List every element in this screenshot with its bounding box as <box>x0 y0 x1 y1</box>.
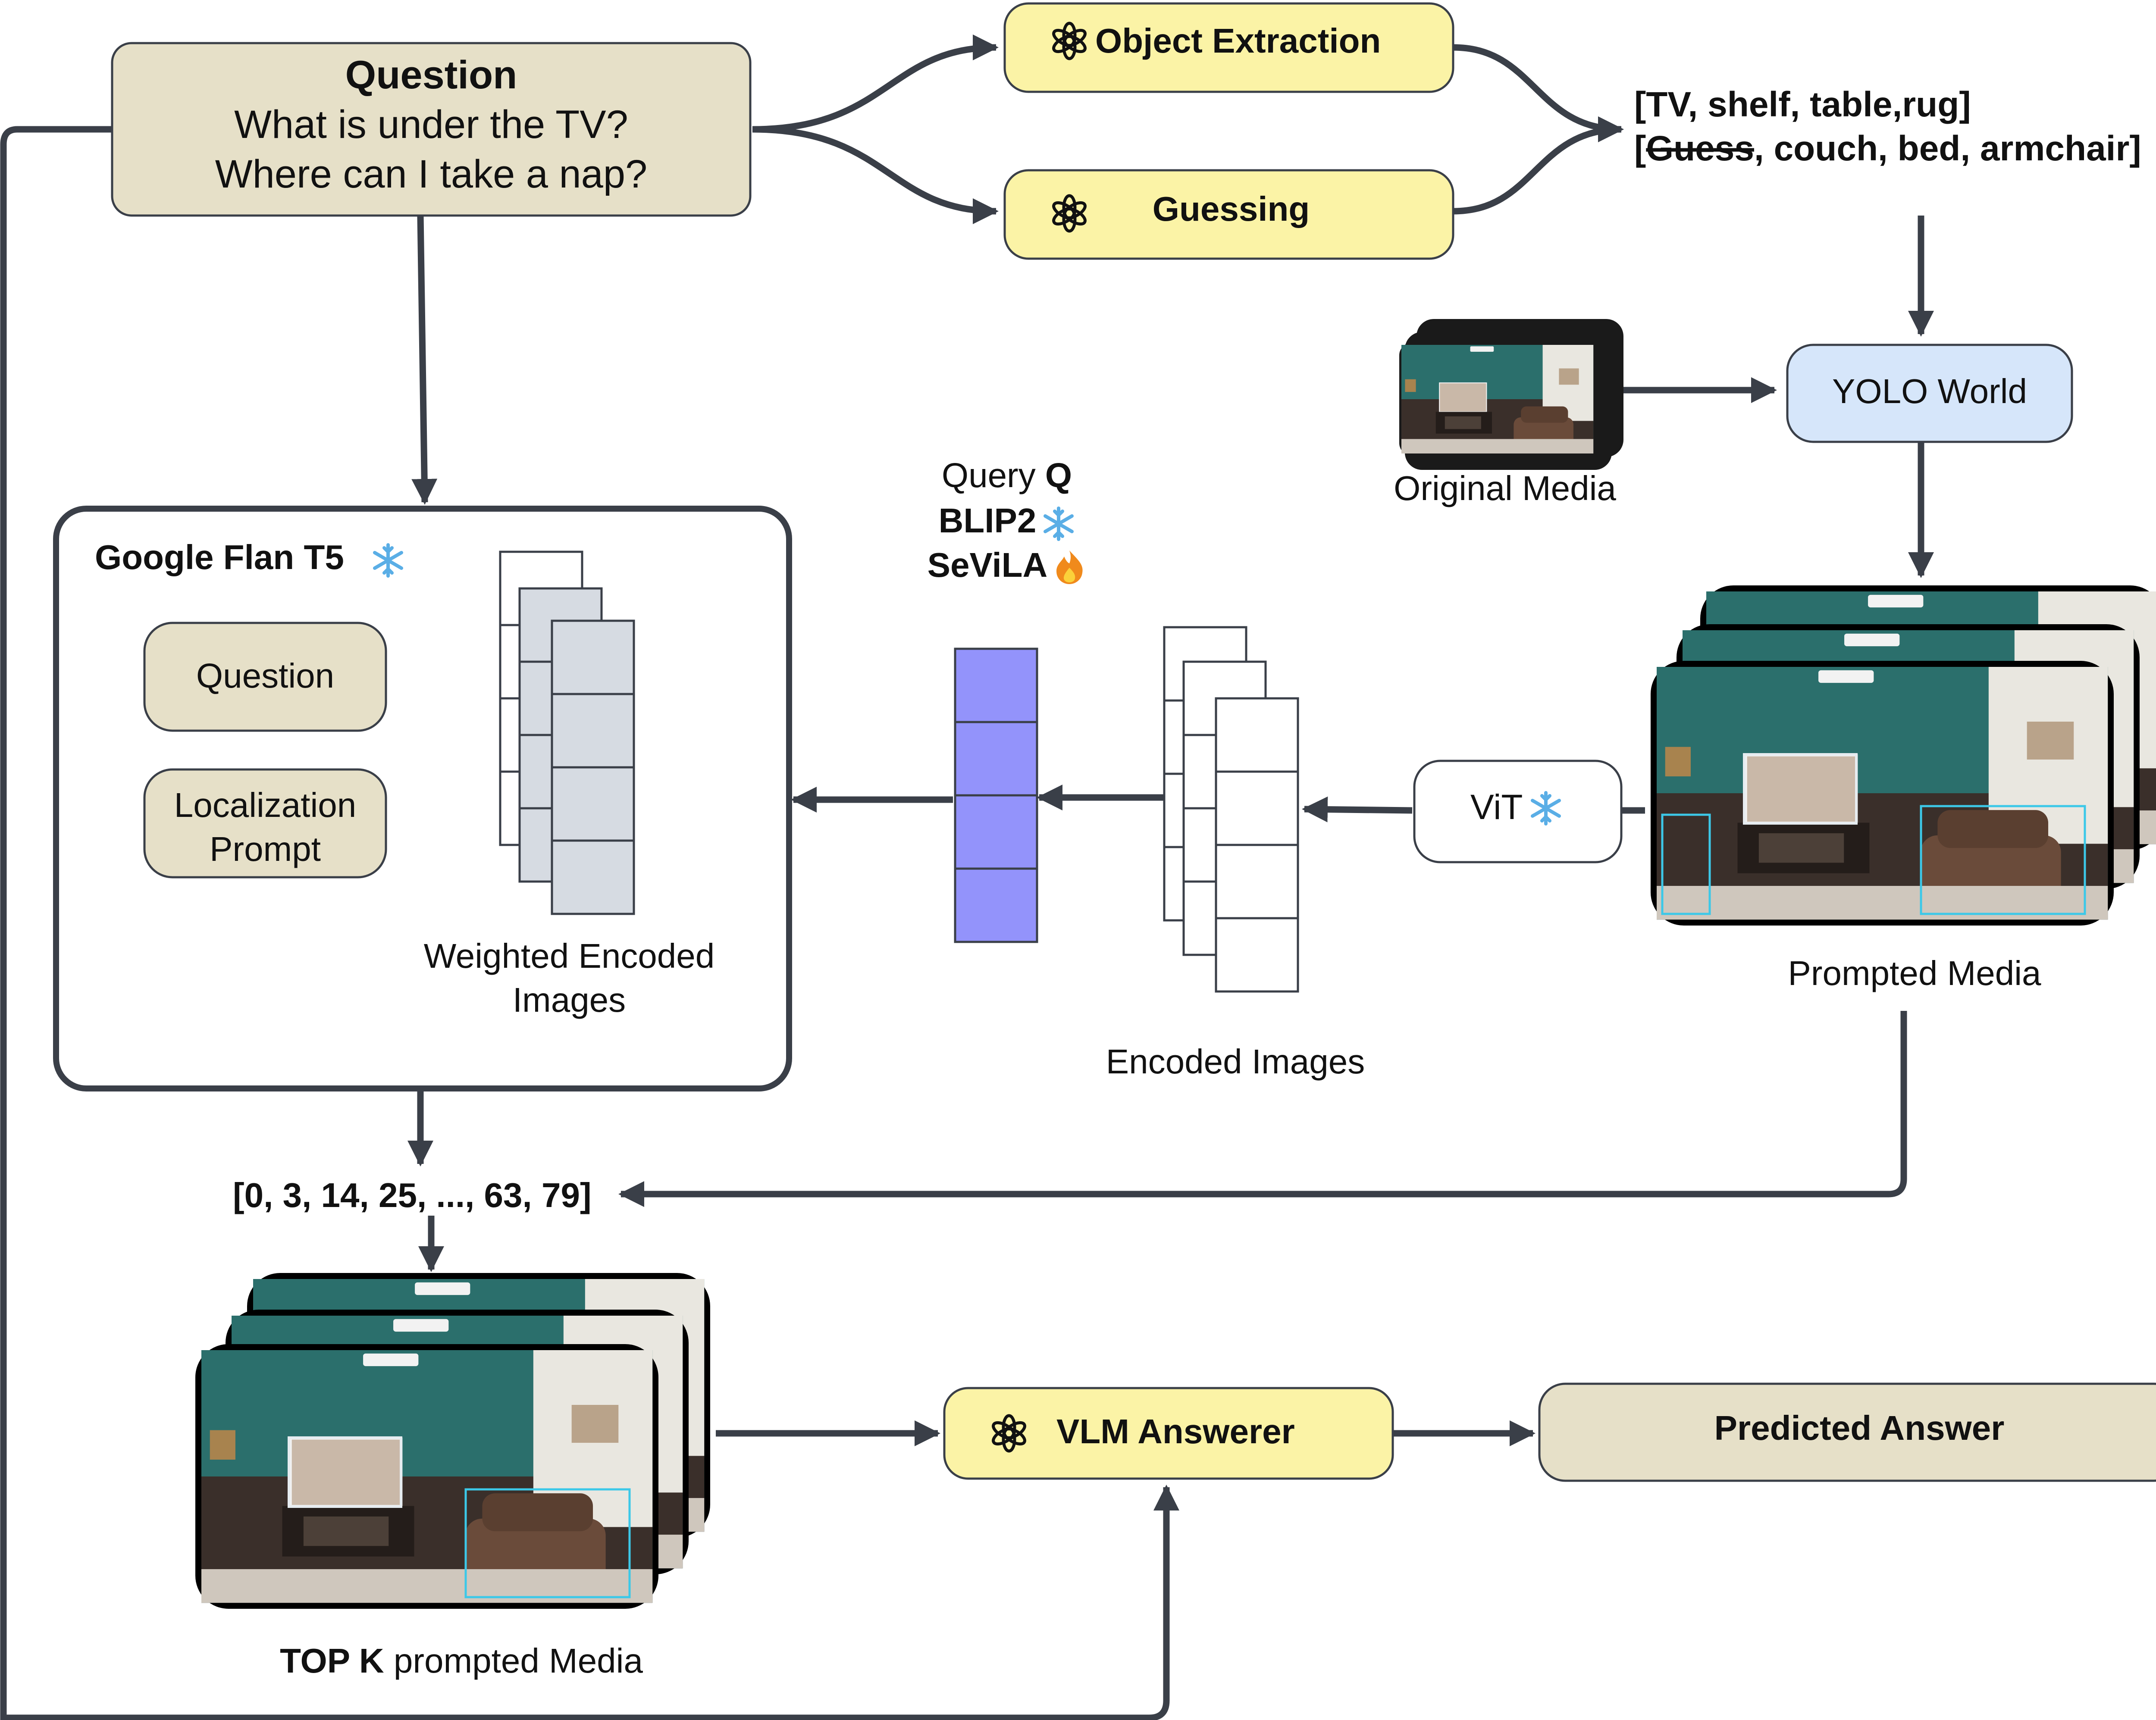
prompted-media-stack: Prompted Media <box>1651 585 2156 992</box>
flan-localization-line-2: Prompt <box>210 830 321 868</box>
connector-question-loop-to-vlm <box>3 1485 1179 1720</box>
yolo-world-node: YOLO World <box>1786 344 2073 443</box>
question-line-2: Where can I take a nap? <box>215 152 647 196</box>
object-extraction-label: Object Extraction <box>1095 22 1381 60</box>
question-title: Question <box>345 53 517 97</box>
encoded-images-label: Encoded Images <box>1106 1042 1365 1081</box>
question-line-1: What is under the TV? <box>234 103 628 147</box>
original-media-label: Original Media <box>1394 469 1616 507</box>
weighted-label-line-2: Images <box>513 981 626 1019</box>
connector-vit-to-encoded <box>1302 796 1413 822</box>
weighted-label-line-1: Weighted Encoded <box>424 937 715 975</box>
armchair-detection-box <box>1661 813 1711 915</box>
guessing-bg <box>1003 169 1454 260</box>
couch-detection-box <box>464 1488 631 1598</box>
encoded-stack-front <box>1215 697 1299 993</box>
object-extraction-bg <box>1003 2 1454 93</box>
flan-question-pill: Question <box>143 622 387 732</box>
topk-media-stack: TOP K prompted Media <box>195 1273 710 1680</box>
predicted-answer-label: Predicted Answer <box>1714 1409 2005 1447</box>
connector-question-loop-left <box>0 126 112 1720</box>
flan-localization-line-1: Localization <box>174 786 357 824</box>
original-media-photo <box>1399 342 1596 456</box>
encoded-images: Encoded Images <box>1106 626 1365 1081</box>
predicted-answer-bg <box>1538 1382 2156 1482</box>
object-list-line-2: [Guess, couch, bed, armchair] <box>1634 129 2141 168</box>
connector-question-to-flan <box>411 215 438 505</box>
topk-media-frame-front <box>195 1344 658 1609</box>
question-box: Question What is under the TV? Where can… <box>111 42 752 217</box>
query-line-3: SeViLA <box>928 546 1048 584</box>
query-column <box>954 647 1038 943</box>
weighted-encoded-stack <box>499 550 635 915</box>
connector-question-to-guessing <box>752 126 999 224</box>
query-line-2: BLIP2 <box>939 501 1037 540</box>
object-extraction-node: Object Extraction <box>1003 2 1454 93</box>
weighted-stack-front <box>551 619 635 915</box>
object-list-line-1: [TV, shelf, table,rug] <box>1634 85 1971 124</box>
prompted-media-label: Prompted Media <box>1788 954 2041 992</box>
question-box-bg <box>111 42 752 217</box>
query-line-1: Query Q <box>942 456 1072 494</box>
topk-label: TOP K prompted Media <box>280 1642 643 1680</box>
frame-indices: [0, 3, 14, 25, ..., 63, 79] <box>233 1176 592 1214</box>
connector-extraction-to-list <box>1453 44 1624 142</box>
flan-question-label: Question <box>196 657 334 695</box>
fire-icon <box>1056 550 1083 584</box>
tv-detection-box <box>288 1436 402 1508</box>
struck-guess: Guess <box>1646 129 1754 168</box>
flan-localization-pill: Localization Prompt <box>143 768 387 879</box>
connector-guessing-to-list <box>1453 116 1624 215</box>
query-text: Query Q BLIP2 SeViLA <box>928 456 1083 584</box>
flan-t5-container: Google Flan T5 Question Localization Pro… <box>53 506 792 1091</box>
predicted-answer-node: Predicted Answer <box>1538 1382 2156 1482</box>
tv-detection-box <box>1743 753 1858 825</box>
vit-node: ViT <box>1413 760 1623 863</box>
guessing-node: Guessing <box>1003 169 1454 260</box>
vlm-answerer-node: VLM Answerer <box>943 1387 1394 1480</box>
connectors <box>0 34 1934 1720</box>
vit-bg <box>1413 760 1623 863</box>
vlm-answerer-label: VLM Answerer <box>1056 1412 1295 1451</box>
yolo-world-bg <box>1786 344 2073 443</box>
connector-prompted-to-indices <box>618 1011 1907 1207</box>
original-media: Original Media <box>1394 319 1623 507</box>
connector-question-to-extraction <box>752 34 999 133</box>
object-list: [TV, shelf, table,rug] [Guess, couch, be… <box>1634 85 2141 168</box>
snowflake-icon <box>1045 508 1072 539</box>
couch-detection-box <box>1920 805 2086 915</box>
flan-t5-title: Google Flan T5 <box>95 538 344 576</box>
vit-label: ViT <box>1470 788 1523 827</box>
guessing-label: Guessing <box>1153 190 1310 228</box>
vlm-answerer-bg <box>943 1387 1394 1480</box>
prompted-media-frame-front <box>1651 661 2114 926</box>
yolo-world-label: YOLO World <box>1832 372 2027 410</box>
